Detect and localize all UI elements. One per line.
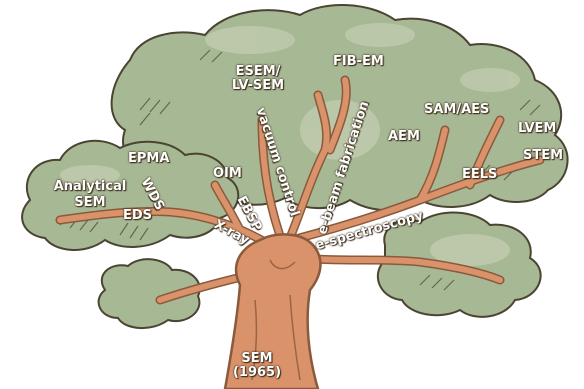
lvem-label: LVEM [518, 122, 556, 136]
fibem-label: FIB-EM [333, 55, 384, 69]
eds-label: EDS [123, 209, 152, 223]
analytical-label: Analytical [50, 180, 130, 194]
samaes-label: SAM/AES [424, 103, 489, 117]
epma-label: EPMA [128, 152, 169, 166]
lvsem-label: LV-SEM [218, 79, 298, 93]
eels-label: EELS [462, 168, 497, 182]
label-analytical-sem: Analytical SEM [50, 180, 130, 210]
esem-label: ESEM/ [218, 65, 298, 79]
label-root: SEM (1965) [222, 352, 292, 380]
label-esem-lvsem: ESEM/ LV-SEM [218, 65, 298, 93]
root-label: SEM [222, 352, 292, 366]
stem-label: STEM [523, 149, 563, 163]
root-year: (1965) [222, 366, 292, 380]
aem-label: AEM [388, 130, 420, 144]
oim-label: OIM [213, 167, 242, 181]
analytical-sem-label: SEM [50, 196, 130, 210]
